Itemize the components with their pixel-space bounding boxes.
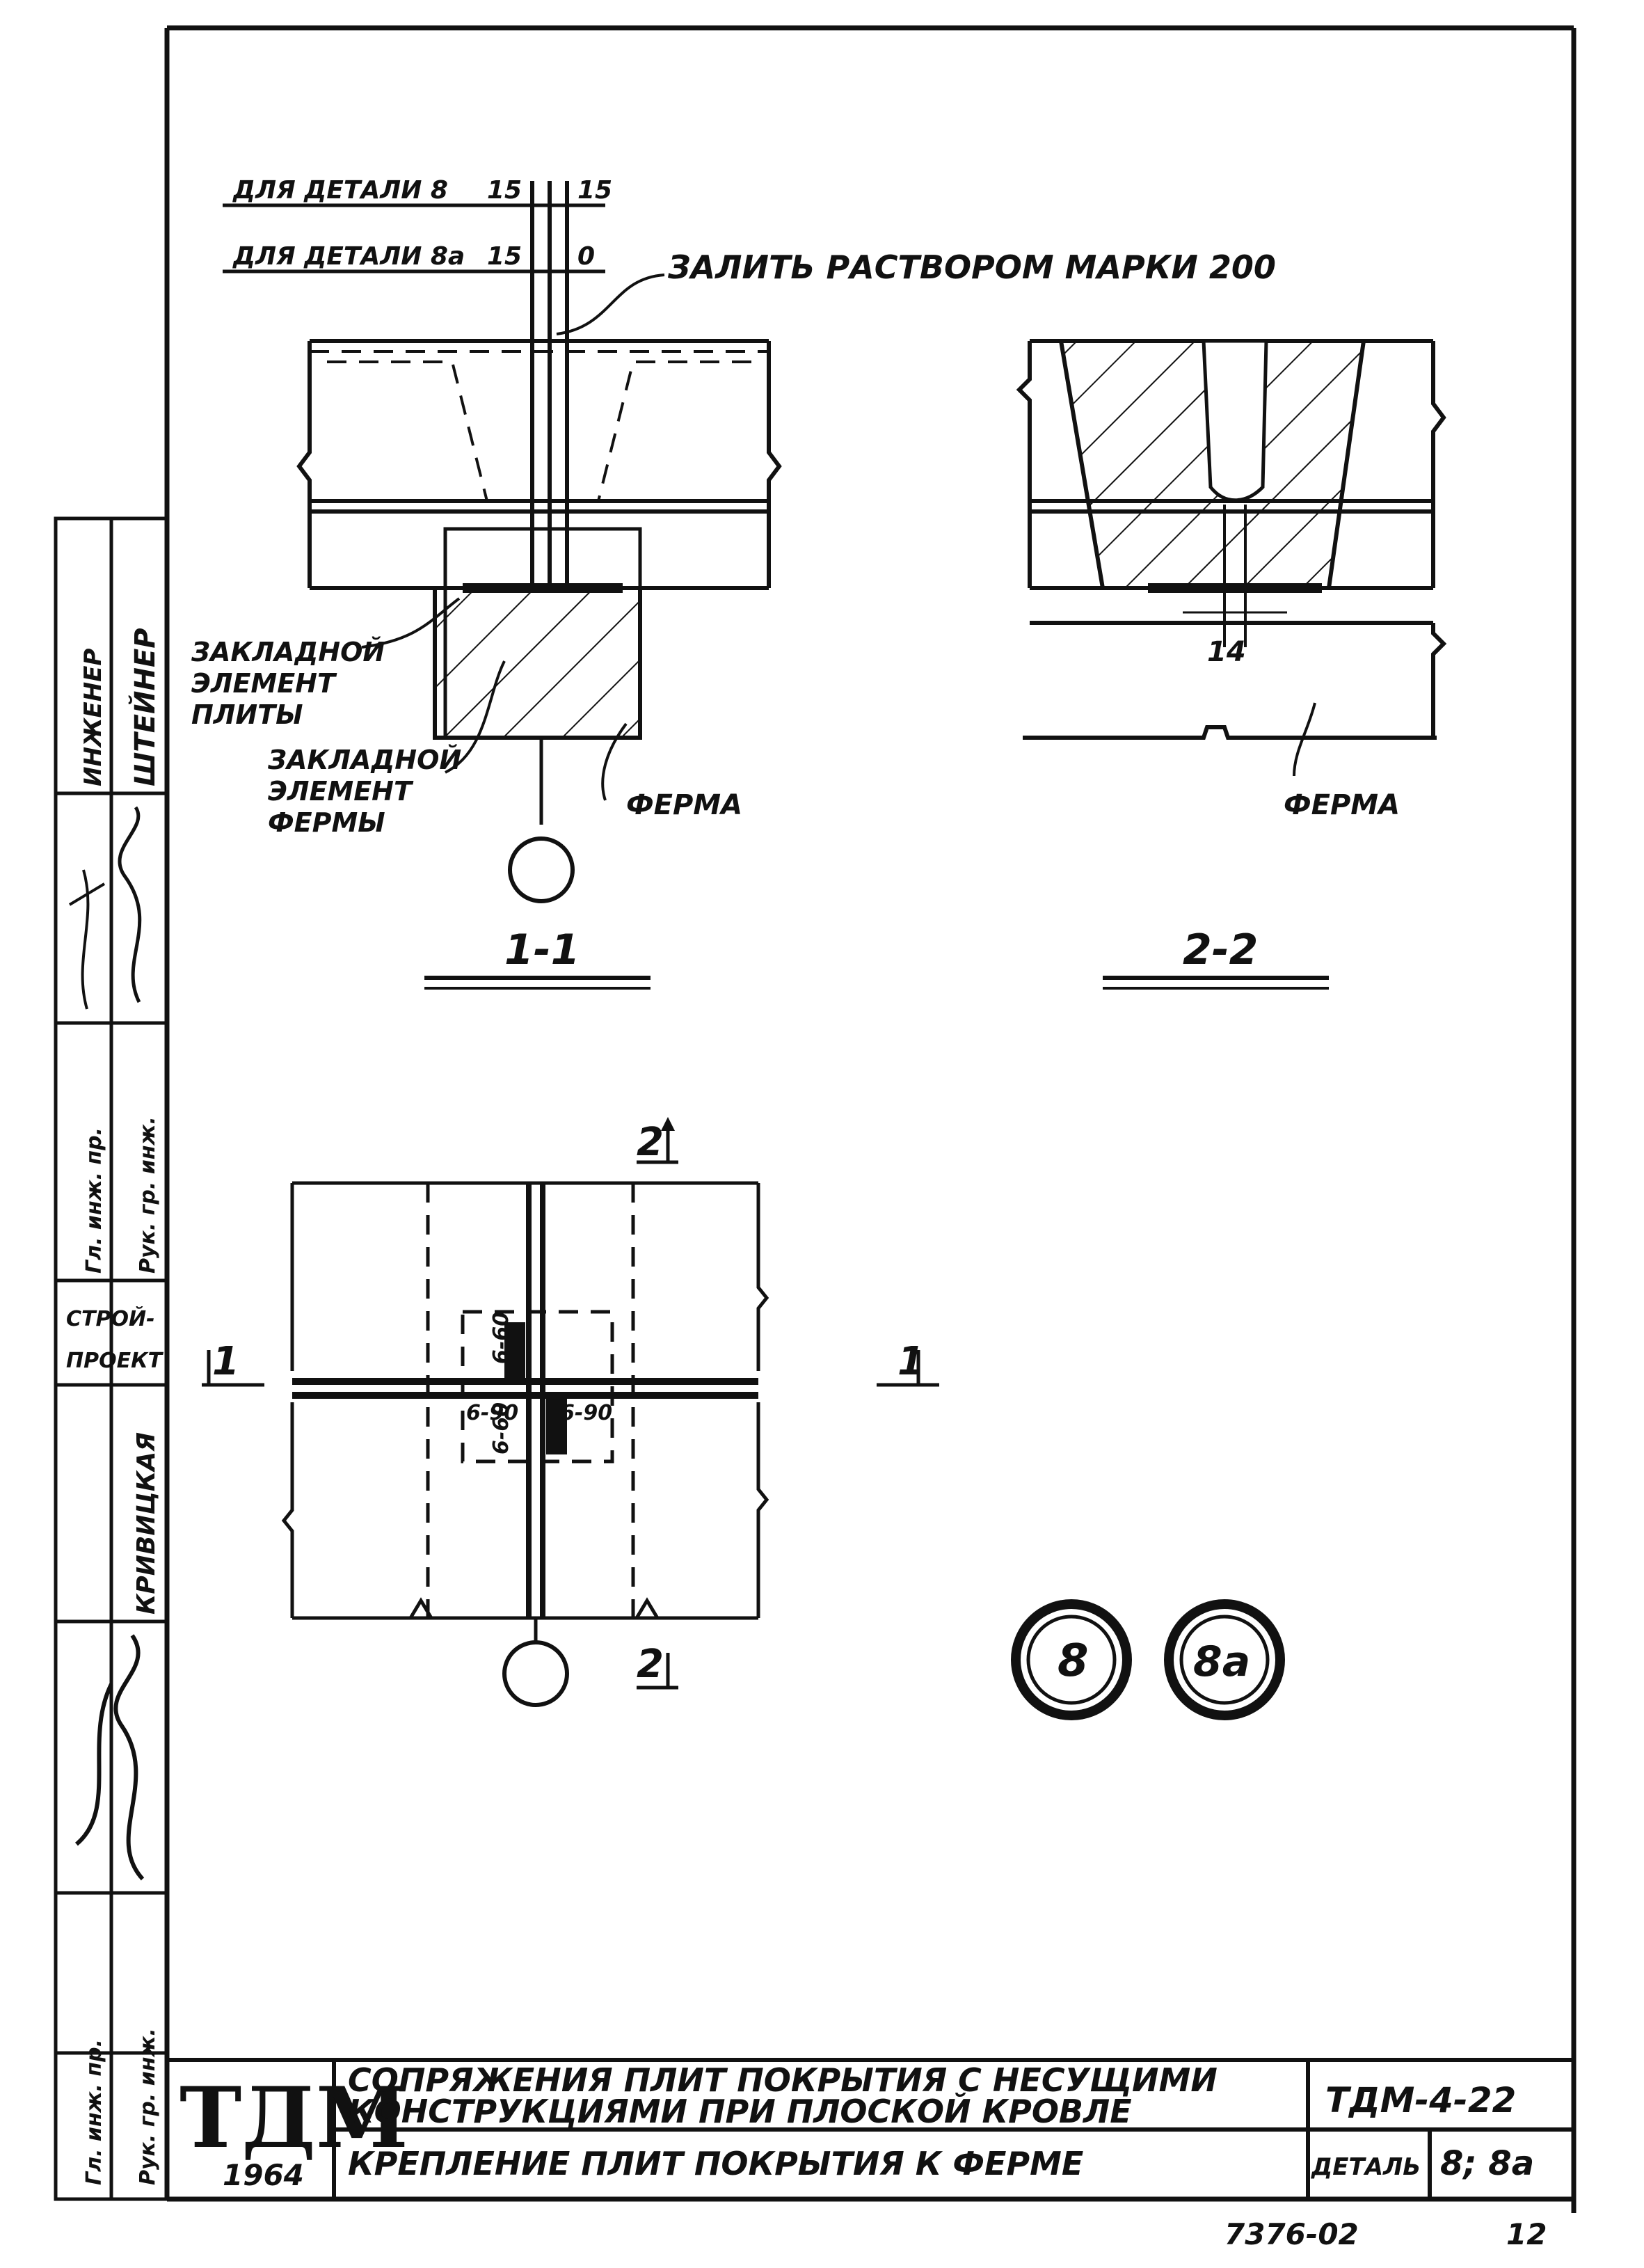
truss-concrete-1-1 <box>433 586 642 740</box>
slab-embed-l1: ЗАКЛАДНОЙ <box>191 637 385 667</box>
axis-circle-plan <box>502 1640 569 1707</box>
dim-label-detail-8: ДЛЯ ДЕТАЛИ 8 <box>232 176 448 205</box>
stamp-org-2: ПРОЕКТ <box>66 1349 164 1373</box>
axis-circle-1-1 <box>508 836 575 903</box>
dim-8-left: 15 <box>487 176 522 205</box>
side-stamp: ИНЖЕНЕР ШТЕЙНЕР Гл. инж. пр. Рук. гр. ин… <box>54 516 169 2201</box>
weld-label-4: 6-60 <box>489 1402 513 1454</box>
detail-markers: 8 8а <box>1011 1599 1285 1720</box>
drawing-code: ТДМ-4-22 <box>1325 2080 1516 2120</box>
stamp-shteiner: ШТЕЙНЕР <box>128 628 161 786</box>
grout-2-2 <box>1202 339 1268 502</box>
section-mark-1-left: 1 <box>212 1339 239 1384</box>
detail-value: 8; 8а <box>1440 2144 1534 2183</box>
stamp-org-1: СТРОЙ- <box>66 1306 155 1331</box>
footer-sheet: 12 <box>1506 2217 1547 2251</box>
stamp-krivitskaya: КРИВИЦКАЯ <box>132 1432 161 1615</box>
slab-embed-l2: ЭЛЕМЕНТ <box>191 668 337 699</box>
section-2-2: 14 ФЕРМА 2-2 <box>1016 339 1447 990</box>
dim-8a-left: 15 <box>487 242 522 271</box>
title-line-2: КОНСТРУКЦИЯМИ ПРИ ПЛОСКОЙ КРОВЛЕ <box>348 2093 1132 2130</box>
dim-label-detail-8a: ДЛЯ ДЕТАЛИ 8а <box>232 242 465 271</box>
section-mark-2-top: 2 <box>637 1120 664 1165</box>
stamp-engineer: ИНЖЕНЕР <box>79 649 107 786</box>
truss-label-2-2: ФЕРМА <box>1284 789 1400 821</box>
embed-plate-2-2 <box>1148 583 1322 593</box>
section-title-2-2: 2-2 <box>1183 926 1258 974</box>
weld-label-2: 6-90 <box>466 1401 518 1425</box>
stamp-group-head-2: Рук. гр. инж. <box>136 2028 160 2185</box>
gap-dimension: 14 <box>1207 636 1246 668</box>
section-title-1-1: 1-1 <box>504 926 580 974</box>
embed-plate-1-1 <box>463 583 623 593</box>
truss-embed-l2: ЭЛЕМЕНТ <box>268 776 414 807</box>
dim-8-right: 15 <box>577 176 612 205</box>
stamp-chief-engineer: Гл. инж. пр. <box>82 1127 106 1274</box>
stamp-chief-engineer-2: Гл. инж. пр. <box>82 2039 106 2185</box>
title-block: ТДМ 1964 СОПРЯЖЕНИЯ ПЛИТ ПОКРЫТИЯ С НЕСУ… <box>167 2058 1574 2199</box>
truss-embed-l3: ФЕРМЫ <box>268 807 385 838</box>
section-mark-1-right: 1 <box>897 1339 925 1384</box>
title-line-1: СОПРЯЖЕНИЯ ПЛИТ ПОКРЫТИЯ С НЕСУЩИМИ <box>348 2061 1218 2099</box>
title-logo: ТДМ <box>179 2069 408 2167</box>
title-subtitle: КРЕПЛЕНИЕ ПЛИТ ПОКРЫТИЯ К ФЕРМЕ <box>348 2145 1083 2182</box>
slab-embed-l3: ПЛИТЫ <box>191 699 303 730</box>
signature-3 <box>75 1634 145 1881</box>
weld-label-1: 6-60 <box>489 1312 513 1364</box>
title-year: 1964 <box>223 2158 304 2192</box>
stamp-group-head: Рук. гр. инж. <box>136 1116 160 1274</box>
dim-8a-right: 0 <box>577 242 595 271</box>
signature-2 <box>68 869 106 1010</box>
section-mark-2-bottom: 2 <box>637 1642 664 1687</box>
grout-note: ЗАЛИТЬ РАСТВОРОМ МАРКИ 200 <box>667 248 1276 286</box>
weld-label-3: 6-90 <box>560 1401 612 1425</box>
truss-embed-l1: ЗАКЛАДНОЙ <box>267 745 461 775</box>
detail-label: ДЕТАЛЬ <box>1311 2153 1421 2181</box>
signature-1 <box>118 806 142 1004</box>
plan-view: 6-60 6-90 6-90 6-60 2 1 1 2 <box>202 1117 939 1707</box>
truss-label-1-1: ФЕРМА <box>626 789 742 821</box>
detail-8: 8 <box>1058 1635 1089 1687</box>
section-1-1: ДЛЯ ДЕТАЛИ 8 15 15 ДЛЯ ДЕТАЛИ 8а 15 0 ЗА… <box>191 176 1276 990</box>
footer-number: 7376-02 <box>1224 2217 1359 2251</box>
detail-8a: 8а <box>1193 1637 1250 1686</box>
